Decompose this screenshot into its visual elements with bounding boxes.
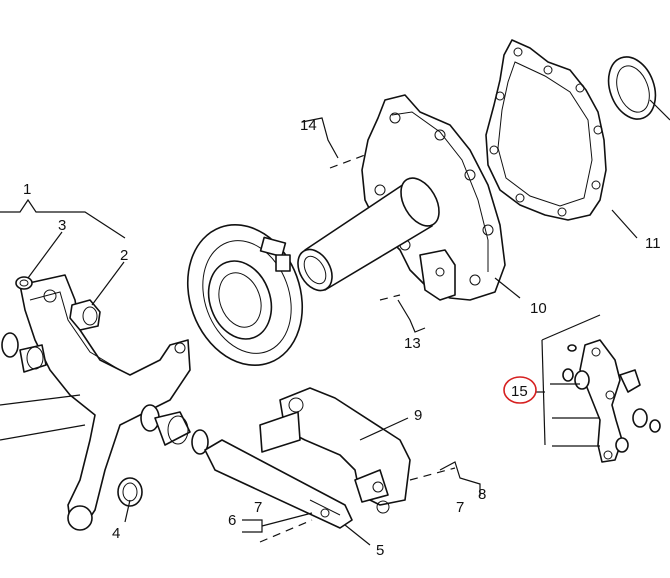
leader-lines xyxy=(0,117,638,546)
callout-8: 8 xyxy=(478,486,486,503)
seal-ring-part xyxy=(607,56,670,121)
callout-7-lower: 7 xyxy=(254,499,262,516)
callout-1: 1 xyxy=(23,181,31,198)
callout-6: 6 xyxy=(228,512,236,529)
bracket-frame-part-9 xyxy=(259,387,411,514)
callout-5: 5 xyxy=(376,542,384,559)
release-bearing-part xyxy=(186,223,304,367)
highlight-ring xyxy=(503,376,537,404)
housing-part-10 xyxy=(297,94,506,301)
callout-3: 3 xyxy=(58,217,66,234)
left-bushing xyxy=(1,332,47,373)
callout-13: 13 xyxy=(404,335,421,352)
inset-assembly-part-15 xyxy=(541,314,661,463)
callout-14: 14 xyxy=(300,117,317,134)
callout-4: 4 xyxy=(112,525,120,542)
callout-11: 11 xyxy=(645,235,661,252)
gasket-plate-part-11 xyxy=(485,39,607,221)
clip-part-3 xyxy=(15,276,33,290)
lever-bar-part-5 xyxy=(204,439,353,529)
callout-10: 10 xyxy=(530,300,547,317)
callout-7-right: 7 xyxy=(456,499,464,516)
callout-9: 9 xyxy=(414,407,422,424)
release-fork-part-1 xyxy=(0,274,191,531)
callout-15: 15 xyxy=(511,383,528,400)
callout-2: 2 xyxy=(120,247,128,264)
pin-part-2 xyxy=(69,299,101,331)
fork-bushing-pair xyxy=(140,404,209,455)
